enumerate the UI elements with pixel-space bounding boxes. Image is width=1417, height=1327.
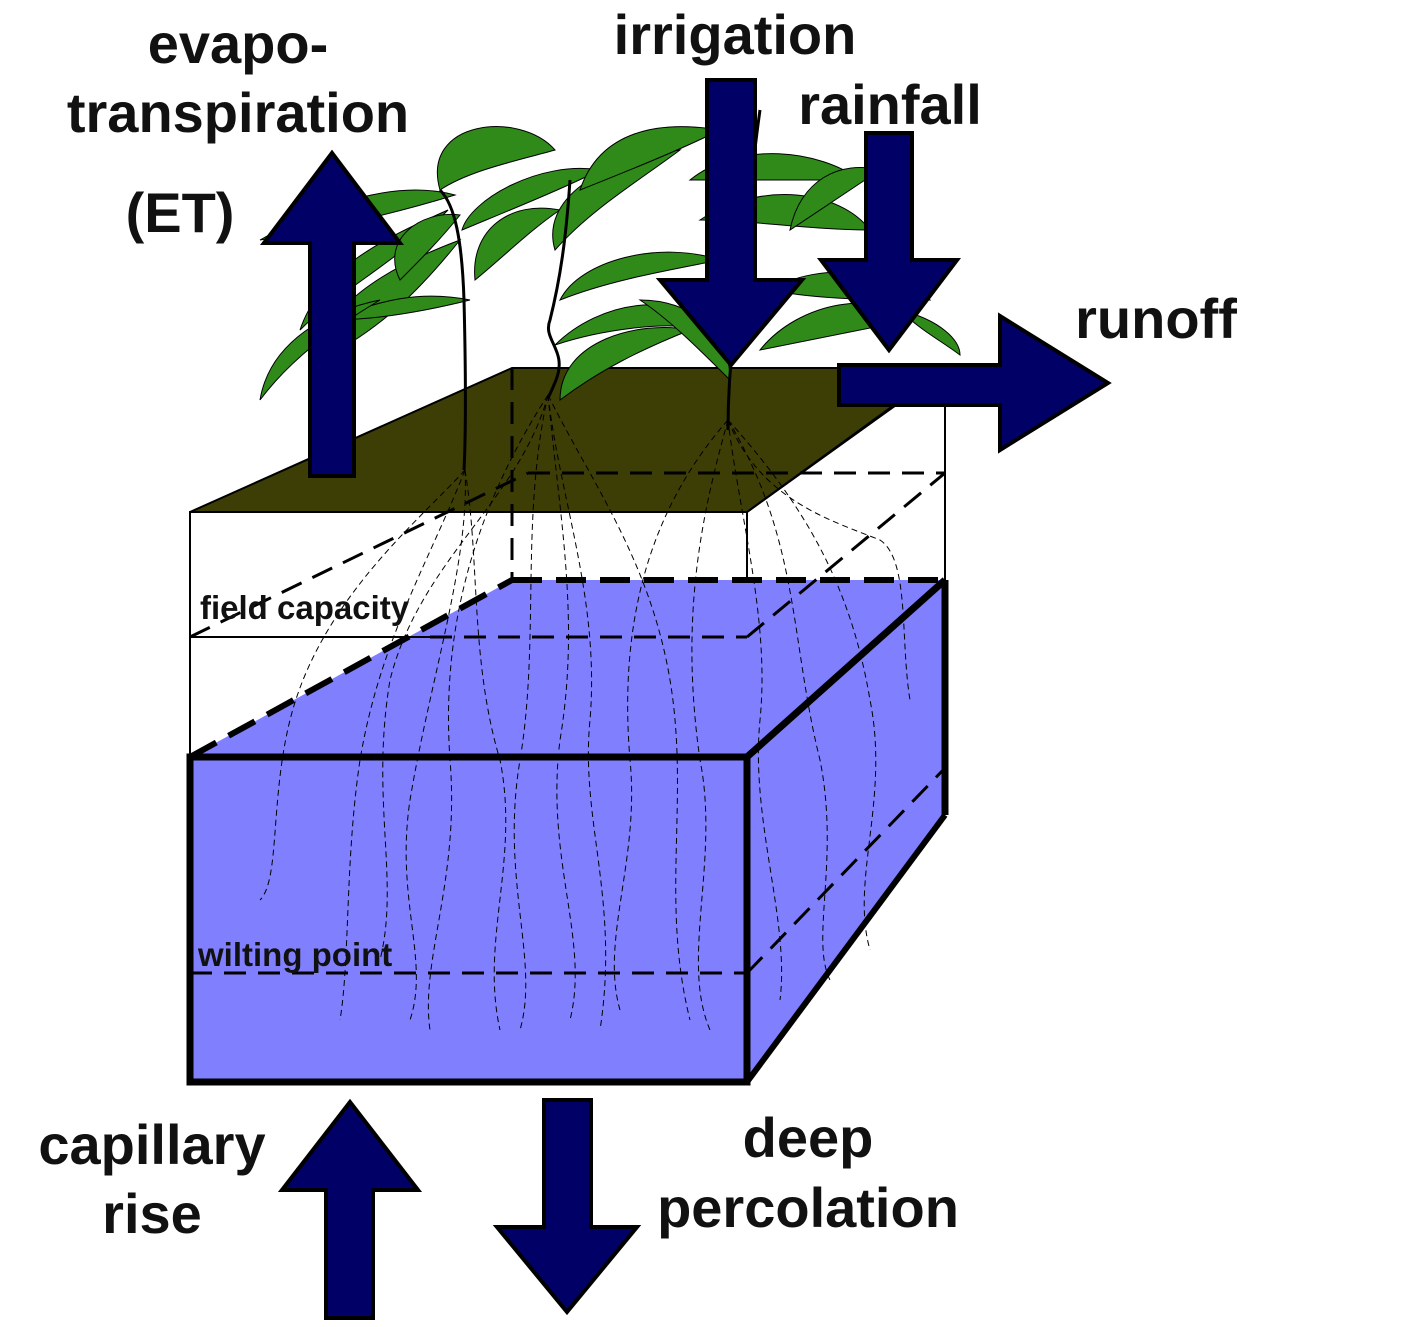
irrigation-label: irrigation [614, 3, 857, 66]
et-label-line3: (ET) [126, 181, 235, 244]
stem [438, 188, 467, 471]
water-front [190, 757, 747, 1082]
field-capacity-label: field capacity [200, 589, 410, 626]
et-label-line1: evapo- [148, 12, 329, 75]
field-capacity-back-left [189, 471, 529, 639]
leaf [898, 309, 961, 357]
et-label-line2: transpiration [67, 81, 409, 144]
water-top-left-edge [188, 577, 514, 760]
arrow-down-icon [655, 78, 807, 369]
capillary-label-line2: rise [102, 1182, 202, 1245]
leaf [394, 213, 461, 281]
labels: evapo- transpiration (ET) irrigation rai… [38, 3, 1237, 1245]
arrow-down-icon [816, 131, 962, 354]
soil-block [186, 367, 949, 1086]
water-side [747, 580, 945, 1082]
wilting-point-label: wilting point [197, 936, 392, 973]
arrow-up-icon [259, 149, 405, 478]
arrow-right-icon [837, 312, 1112, 454]
flux-arrows [259, 78, 1112, 1320]
leaf [437, 126, 556, 191]
arrow-down-icon [492, 1098, 642, 1316]
field-capacity-side [746, 471, 946, 639]
water-front-outline [186, 753, 751, 1086]
stem [546, 179, 572, 399]
capillary-label-line1: capillary [38, 1113, 265, 1176]
deep-label-line2: percolation [657, 1176, 959, 1239]
runoff-label: runoff [1075, 287, 1237, 350]
water-right-bottom-edge [744, 813, 948, 1084]
arrow-up-icon [277, 1098, 423, 1320]
deep-label-line1: deep [743, 1106, 874, 1169]
water-right-top-edge [744, 577, 948, 760]
leaf [259, 299, 381, 401]
rainfall-label: rainfall [798, 73, 982, 136]
